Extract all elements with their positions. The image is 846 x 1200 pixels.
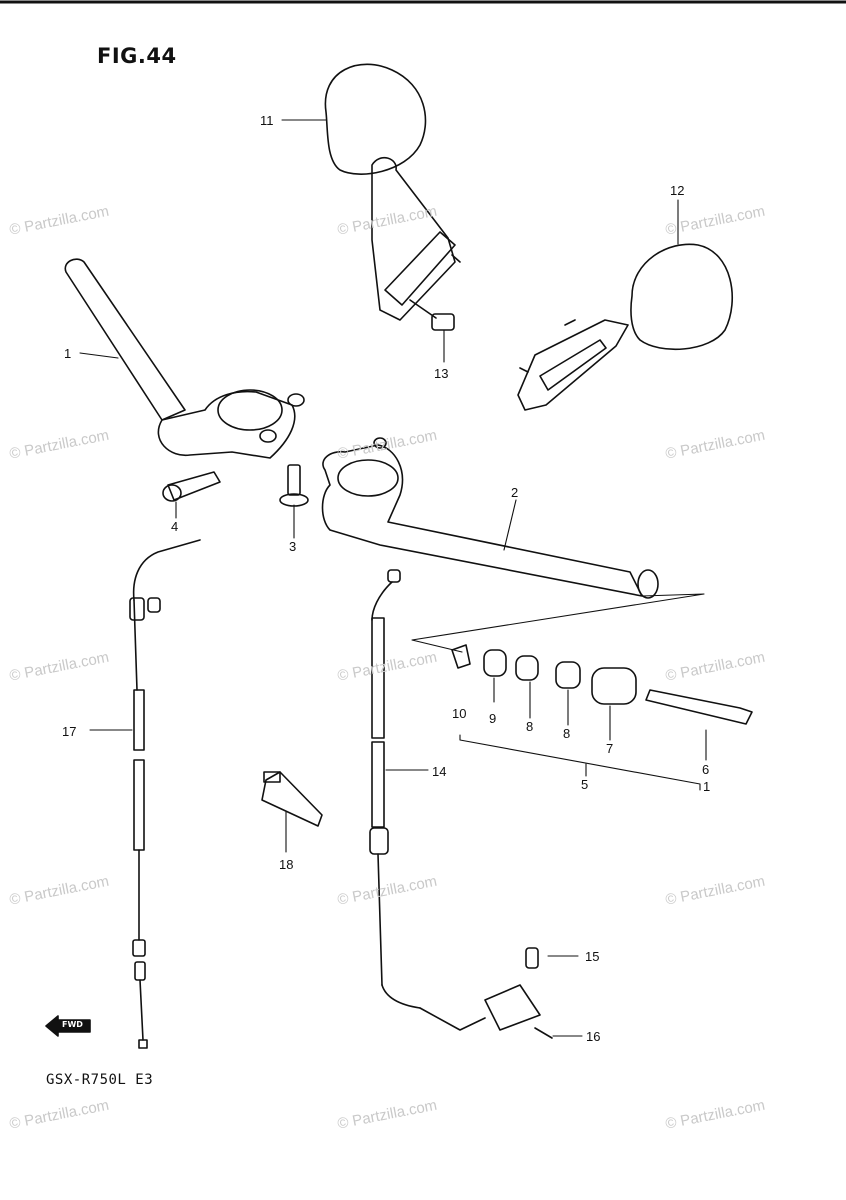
mirror-right	[517, 243, 733, 411]
callout-6: 6	[702, 762, 710, 777]
callout-1: 1	[64, 346, 72, 361]
handlebar-left	[64, 258, 305, 459]
forward-label: FWD	[62, 1020, 83, 1029]
figure-title: FIG.44	[97, 44, 177, 68]
callout-3: 3	[289, 539, 297, 554]
callout-10: 10	[452, 706, 467, 721]
model-code: GSX-R750L E3	[46, 1072, 154, 1088]
mirror-left	[324, 63, 461, 331]
callout-5: 5	[581, 777, 589, 792]
cable-14	[369, 569, 541, 1031]
callout-8a: 8	[526, 719, 534, 734]
callout-13: 13	[434, 366, 449, 381]
callout-12: 12	[670, 183, 685, 198]
screw-15	[525, 947, 539, 969]
callout-2: 2	[511, 485, 519, 500]
forward-arrow-icon	[45, 1015, 91, 1037]
bolt-3	[279, 464, 309, 507]
callout-8b: 8	[563, 726, 571, 741]
bar-end-parts	[451, 644, 753, 725]
callout-17: 17	[62, 724, 77, 739]
callout-4: 4	[171, 519, 179, 534]
callout-7: 7	[606, 741, 614, 756]
callout-14: 14	[432, 764, 447, 779]
callout-18: 18	[279, 857, 294, 872]
callout-1b: 1	[703, 779, 711, 794]
cable-17	[129, 539, 201, 1049]
callout-11: 11	[260, 113, 274, 128]
pin-16	[534, 1027, 553, 1039]
callout-16: 16	[586, 1029, 601, 1044]
handlebar-right	[321, 437, 659, 599]
leader-lines	[79, 119, 707, 1037]
callout-9: 9	[489, 711, 497, 726]
bolt-4	[162, 471, 221, 502]
callout-15: 15	[585, 949, 600, 964]
strap-18	[261, 771, 323, 827]
